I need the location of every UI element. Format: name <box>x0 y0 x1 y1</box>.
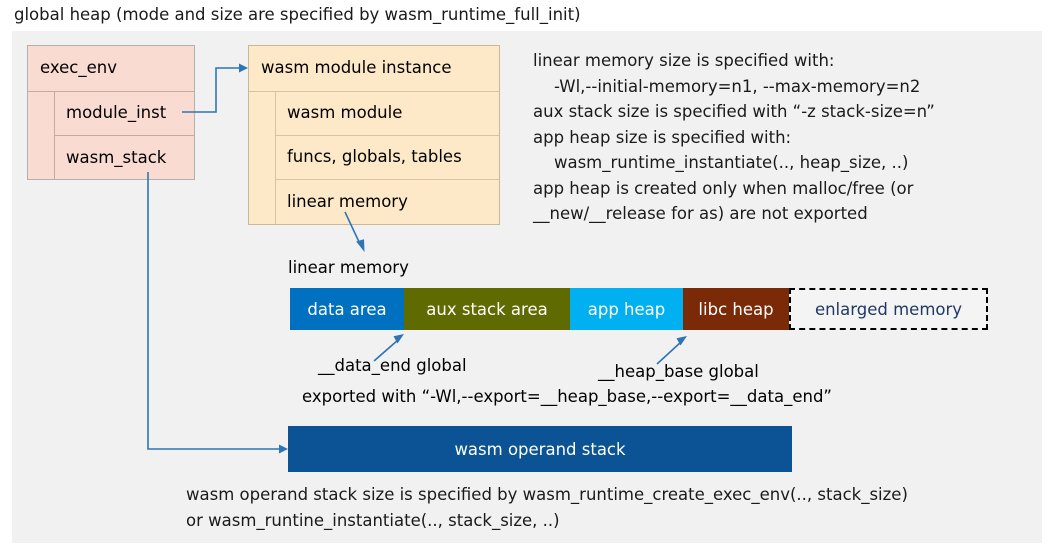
operand-stack-notes: wasm operand stack size is specified by … <box>186 485 908 530</box>
memory-segment-libc-heap: libc heap <box>683 288 789 330</box>
module-instance-field-funcs-globals-tables-label: funcs, globals, tables <box>287 147 462 167</box>
exec-env-title: exec_env <box>40 58 117 78</box>
exec-env-field-wasm-stack-label: wasm_stack <box>66 147 167 167</box>
memory-segment-aux-stack-area: aux stack area <box>404 288 570 330</box>
module-instance-field-linear-memory: linear memory <box>276 180 499 224</box>
export-command-label: exported with “-Wl,--export=__heap_base,… <box>302 387 832 406</box>
exec-env-box: exec_env module_inst wasm_stack <box>27 45 195 180</box>
exec-env-header: exec_env <box>28 46 194 92</box>
exec-env-field-module-inst-label: module_inst <box>66 103 167 123</box>
memory-segment-label: app heap <box>587 299 666 319</box>
linear-memory-caption: linear memory <box>288 258 409 277</box>
module-instance-field-wasm-module: wasm module <box>276 92 499 136</box>
module-instance-title: wasm module instance <box>261 58 452 78</box>
data-end-global-label: __data_end global <box>318 356 467 375</box>
linear-memory-strip: data area aux stack area app heap libc heap… <box>290 288 988 330</box>
memory-segment-label: libc heap <box>698 299 774 319</box>
wasm-operand-stack-box: wasm operand stack <box>288 426 792 472</box>
page-title: global heap (mode and size are specified… <box>14 5 581 24</box>
exec-env-field-wasm-stack: wasm_stack <box>55 136 195 180</box>
memory-segment-label: data area <box>307 299 387 319</box>
runtime-configuration-notes: linear memory size is specified with: -W… <box>533 51 935 223</box>
memory-segment-label: enlarged memory <box>814 299 963 319</box>
memory-segment-app-heap: app heap <box>570 288 683 330</box>
exec-env-gutter <box>28 92 55 180</box>
memory-segment-data-area: data area <box>290 288 404 330</box>
module-instance-field-wasm-module-label: wasm module <box>287 103 403 123</box>
wasm-operand-stack-label: wasm operand stack <box>454 439 626 459</box>
wasm-module-instance-box: wasm module instance wasm module funcs, … <box>248 45 500 225</box>
memory-segment-enlarged-memory: enlarged memory <box>789 288 988 330</box>
module-instance-field-funcs-globals-tables: funcs, globals, tables <box>276 136 499 180</box>
module-instance-header: wasm module instance <box>249 46 499 92</box>
module-instance-gutter <box>249 92 276 224</box>
heap-base-global-label: __heap_base global <box>598 362 759 381</box>
memory-segment-label: aux stack area <box>426 299 548 319</box>
exec-env-field-module-inst: module_inst <box>55 92 195 136</box>
module-instance-field-linear-memory-label: linear memory <box>287 191 408 211</box>
